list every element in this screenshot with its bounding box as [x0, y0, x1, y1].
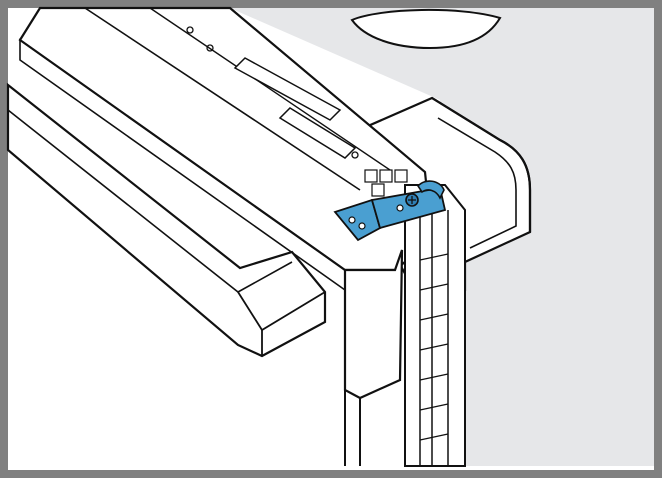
mounting-bracket-icon [333, 180, 447, 242]
door-front-panel [19, 38, 404, 466]
screw-icon [405, 193, 419, 207]
round-object-icon [350, 8, 502, 50]
door-handle-icon [6, 82, 327, 358]
